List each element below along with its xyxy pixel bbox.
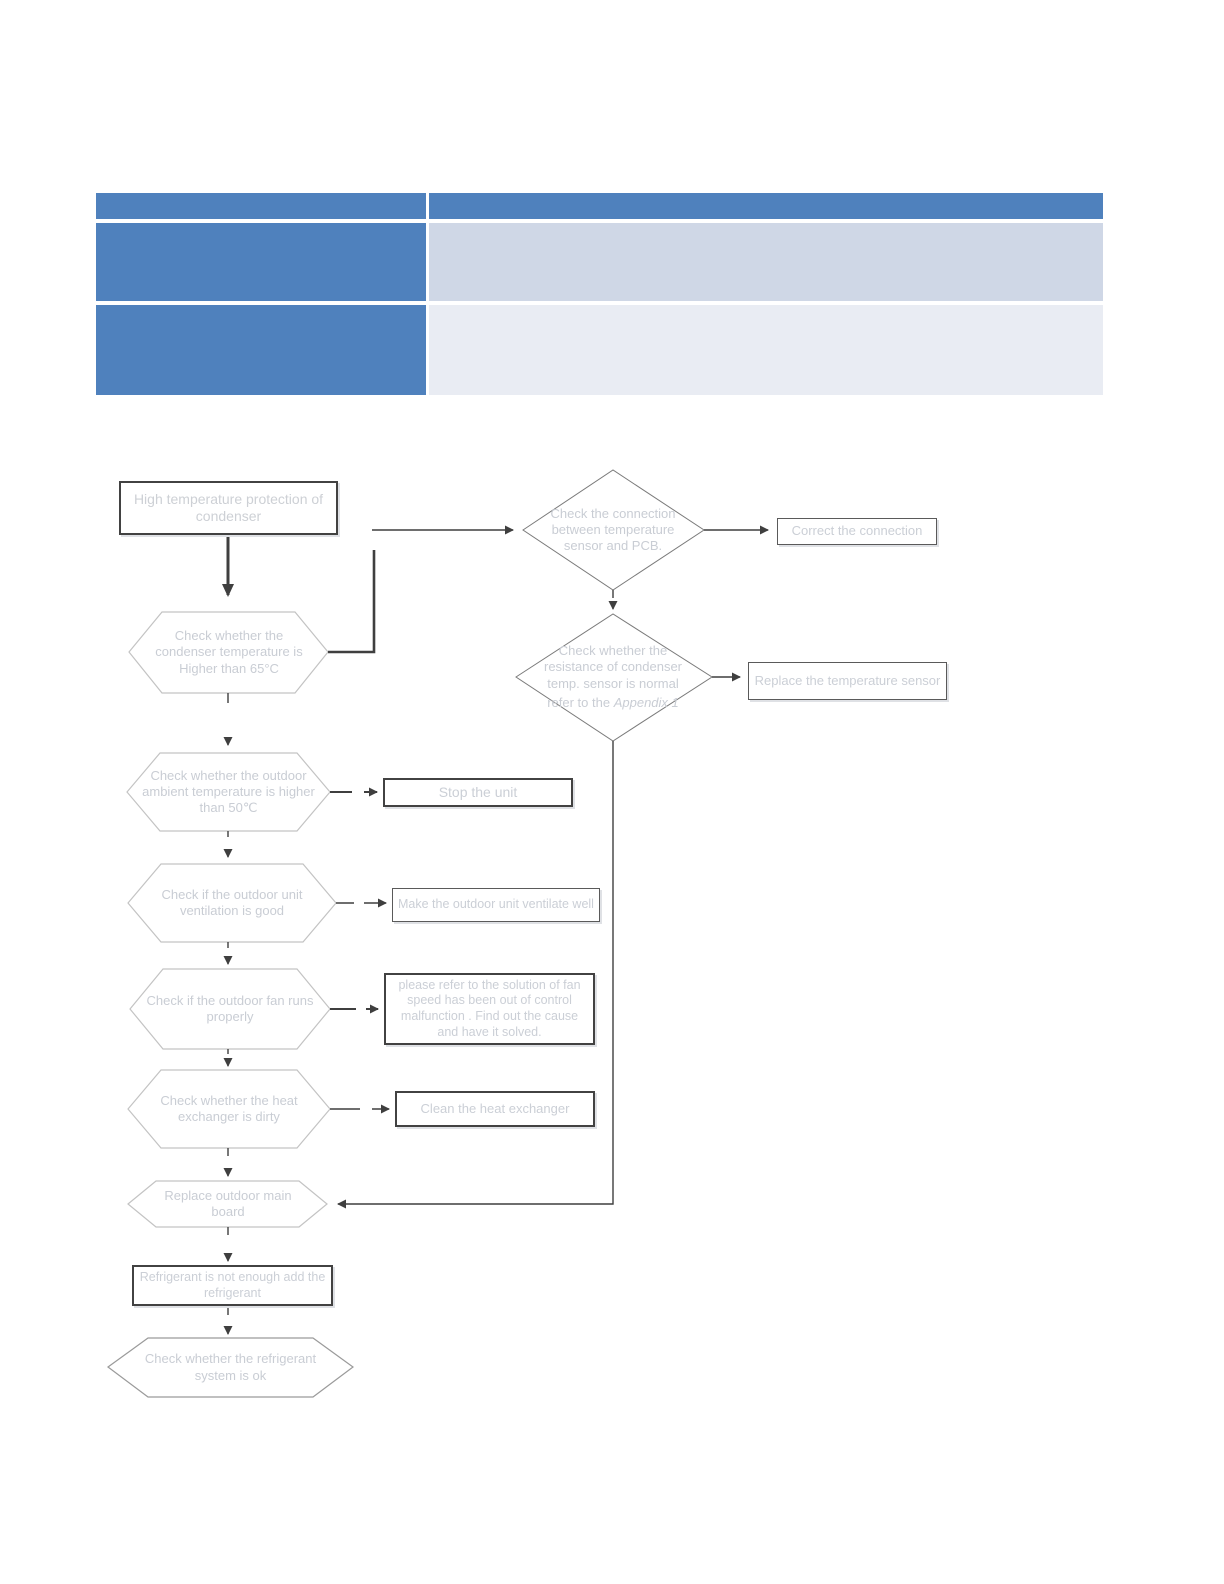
table-row bbox=[96, 305, 1103, 395]
hex-condenser-temp-label: Check whether the condenser temperature … bbox=[155, 628, 303, 676]
diamond-resistance-note-prefix: refer to the bbox=[547, 694, 614, 710]
hex-refrigerant-system-outline bbox=[106, 1337, 355, 1398]
table-header-cell-right bbox=[429, 193, 1103, 219]
stop-unit-label: Stop the unit bbox=[438, 783, 518, 800]
flow-start-label: High temperature protection of condenser bbox=[133, 490, 324, 525]
hex-replace-board: Replace outdoor main board bbox=[153, 1181, 303, 1227]
table-cell-right bbox=[429, 223, 1103, 301]
table-cell-right bbox=[429, 305, 1103, 395]
hex-ambient-temp-label: Check whether the outdoor ambient temper… bbox=[142, 767, 315, 816]
correct-connection-box: Correct the connection bbox=[777, 518, 937, 545]
table-header-row bbox=[96, 193, 1103, 219]
diamond-resistance-label: Check whether the resistance of condense… bbox=[543, 643, 683, 691]
hex-ventilation-label: Check if the outdoor unit ventilation is… bbox=[161, 886, 303, 918]
hex-fan-runs-label: Check if the outdoor fan runs properly bbox=[146, 992, 314, 1024]
flow-start-box: High temperature protection of condenser bbox=[119, 481, 338, 535]
fan-solution-label: please refer to the solution of fan spee… bbox=[398, 977, 581, 1039]
ventilate-well-label: Make the outdoor unit ventilate well bbox=[398, 897, 594, 912]
hex-heat-exchanger-label: Check whether the heat exchanger is dirt… bbox=[160, 1092, 298, 1124]
hex-heat-exchanger: Check whether the heat exchanger is dirt… bbox=[138, 1070, 320, 1148]
add-refrigerant-box: Refrigerant is not enough add the refrig… bbox=[132, 1265, 333, 1306]
hex-refrigerant-system: Check whether the refrigerant system is … bbox=[128, 1338, 333, 1397]
ventilate-well-box: Make the outdoor unit ventilate well bbox=[392, 888, 600, 922]
clean-exchanger-label: Clean the heat exchanger bbox=[420, 1100, 570, 1116]
hex-replace-board-outline bbox=[127, 1180, 328, 1228]
fan-solution-box: please refer to the solution of fan spee… bbox=[384, 973, 595, 1045]
diamond-connection: Check the connection between temperature… bbox=[532, 472, 694, 588]
diamond-resistance-note-appendix: Appendix 1 bbox=[613, 694, 679, 710]
diamond-connection-label: Check the connection between temperature… bbox=[550, 505, 676, 554]
hex-refrigerant-system-label: Check whether the refrigerant system is … bbox=[144, 1351, 317, 1383]
table-row bbox=[96, 223, 1103, 301]
correct-connection-label: Correct the connection bbox=[791, 523, 923, 539]
replace-sensor-label: Replace the temperature sensor bbox=[754, 672, 941, 688]
error-code-table bbox=[96, 193, 1103, 399]
clean-exchanger-box: Clean the heat exchanger bbox=[395, 1091, 595, 1127]
diamond-resistance-note: refer to the Appendix 1 bbox=[547, 695, 679, 711]
hex-replace-board-label: Replace outdoor main board bbox=[164, 1187, 292, 1219]
table-cell-left bbox=[96, 305, 426, 395]
hex-ventilation: Check if the outdoor unit ventilation is… bbox=[141, 864, 323, 942]
hex-fan-runs: Check if the outdoor fan runs properly bbox=[138, 969, 322, 1049]
hex-ambient-temp: Check whether the outdoor ambient temper… bbox=[137, 753, 320, 831]
connector-diamond2-to-hex6 bbox=[337, 741, 614, 1209]
hex-condenser-temp: Check whether the condenser temperature … bbox=[139, 612, 319, 693]
stop-unit-box: Stop the unit bbox=[383, 778, 573, 807]
add-refrigerant-label: Refrigerant is not enough add the refrig… bbox=[139, 1269, 326, 1300]
table-header-cell-left bbox=[96, 193, 426, 219]
replace-sensor-box: Replace the temperature sensor bbox=[748, 662, 947, 700]
table-cell-left bbox=[96, 223, 426, 301]
connector-hex1-elbow bbox=[328, 550, 376, 654]
diamond-resistance: Check whether the resistance of condense… bbox=[518, 616, 708, 738]
